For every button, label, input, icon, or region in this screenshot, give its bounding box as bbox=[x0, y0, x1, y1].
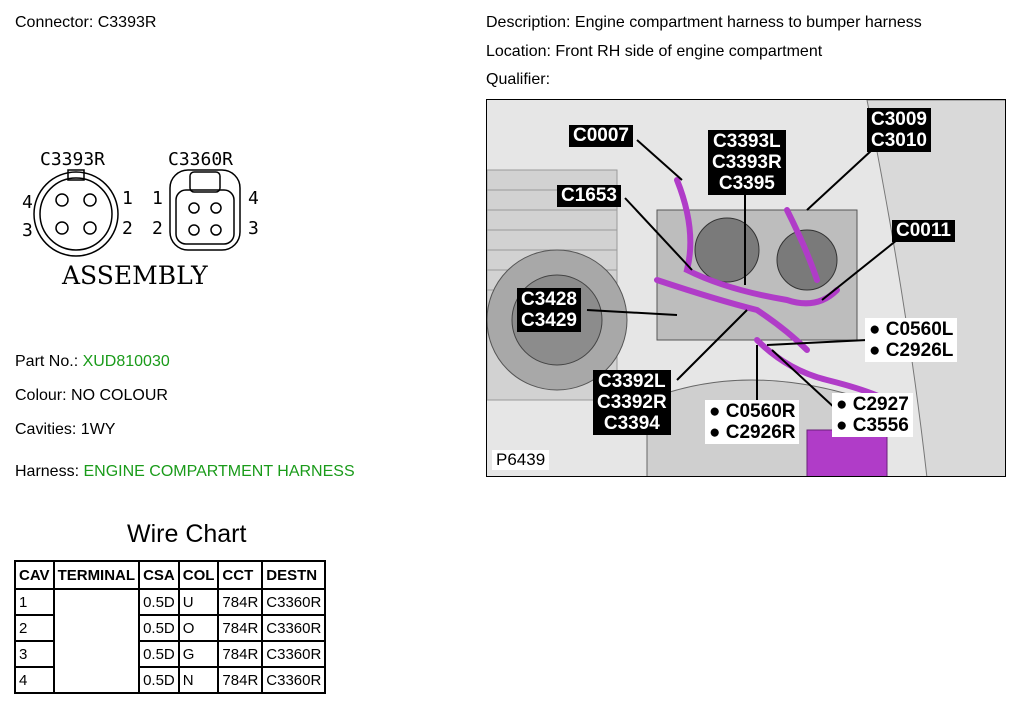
header-cct: CCT bbox=[217, 560, 264, 590]
photo-label-c0560r: ● C0560R bbox=[709, 401, 796, 422]
diagram-caption: ASSEMBLY bbox=[61, 261, 208, 290]
part-number-row: Part No.: XUD810030 bbox=[15, 353, 170, 371]
cell-csa: 0.5D bbox=[138, 666, 180, 694]
photo-label-c3556: ● C3556 bbox=[836, 415, 909, 436]
photo-label-c3009: C3009 bbox=[871, 109, 927, 130]
photo-label-c2927: ● C2927 bbox=[836, 394, 909, 415]
cell-csa: 0.5D bbox=[138, 588, 180, 616]
part-number-value[interactable]: XUD810030 bbox=[82, 353, 170, 370]
wire-chart-title: Wire Chart bbox=[127, 520, 247, 548]
photo-label-c0560l: ● C0560L bbox=[869, 319, 954, 340]
photo-label-c3428: C3428 bbox=[521, 289, 577, 310]
qualifier-label: Qualifier: bbox=[486, 71, 551, 88]
photo-label-c3392l: C3392L bbox=[598, 371, 666, 392]
table-row: 4 0.5D N 784R C3360R bbox=[14, 666, 327, 694]
cell-cav: 1 bbox=[14, 588, 55, 616]
cell-terminal bbox=[52, 588, 141, 694]
cell-cct: 784R bbox=[217, 640, 264, 668]
photo-label-c3393l: C3393L bbox=[713, 131, 781, 152]
wire-chart-table: CAV TERMINAL CSA COL CCT DESTN 1 0.5D U … bbox=[14, 560, 327, 694]
location-photo: C0007 C3393L C3393R C3395 C3009 C3010 C1… bbox=[486, 99, 1006, 477]
left-connector-shape bbox=[33, 169, 119, 257]
header-destn: DESTN bbox=[261, 560, 327, 590]
photo-label-c3009-group: C3009 C3010 bbox=[867, 108, 931, 152]
photo-label-c0011: C0011 bbox=[892, 220, 955, 242]
cell-csa: 0.5D bbox=[138, 614, 180, 642]
part-number-label: Part No.: bbox=[15, 353, 83, 370]
wire-chart-header-row: CAV TERMINAL CSA COL CCT DESTN bbox=[14, 560, 327, 590]
connector-diagram: C3393R C3360R 4 1 3 2 1 4 2 3 ASSEMBLY bbox=[22, 149, 259, 290]
cell-col: G bbox=[177, 640, 220, 668]
photo-label-c3392r: C3392R bbox=[597, 392, 667, 413]
harness-row: Harness: ENGINE COMPARTMENT HARNESS bbox=[15, 463, 355, 481]
right-connector-shape bbox=[169, 169, 241, 251]
cell-destn: C3360R bbox=[261, 614, 327, 642]
photo-label-c3394: C3394 bbox=[603, 413, 660, 434]
cell-cct: 784R bbox=[217, 614, 264, 642]
header-terminal: TERMINAL bbox=[52, 560, 141, 590]
cell-col: N bbox=[177, 666, 220, 694]
location-label: Location: Front RH side of engine compar… bbox=[486, 43, 823, 60]
table-row: 3 0.5D G 784R C3360R bbox=[14, 640, 327, 668]
cell-cct: 784R bbox=[217, 588, 264, 616]
cell-csa: 0.5D bbox=[138, 640, 180, 668]
photo-label-c0007: C0007 bbox=[569, 125, 633, 147]
photo-label-c1653: C1653 bbox=[557, 185, 621, 207]
harness-label: Harness: bbox=[15, 463, 84, 480]
left-pin-1: 1 bbox=[122, 188, 133, 209]
cell-cav: 4 bbox=[14, 666, 55, 694]
right-pin-3: 3 bbox=[248, 218, 259, 239]
right-pin-2: 2 bbox=[152, 218, 163, 239]
cell-cct: 784R bbox=[217, 666, 264, 694]
header-csa: CSA bbox=[138, 560, 180, 590]
photo-label-c3393l-group: C3393L C3393R C3395 bbox=[708, 130, 786, 195]
cell-destn: C3360R bbox=[261, 588, 327, 616]
diagram-left-name: C3393R bbox=[40, 149, 105, 170]
cell-destn: C3360R bbox=[261, 666, 327, 694]
header-cav: CAV bbox=[14, 560, 55, 590]
left-pin-2: 2 bbox=[122, 218, 133, 239]
right-pin-4: 4 bbox=[248, 188, 259, 209]
photo-label-c3010: C3010 bbox=[871, 130, 927, 151]
cell-col: U bbox=[177, 588, 220, 616]
table-row: 1 0.5D U 784R C3360R bbox=[14, 588, 327, 694]
photo-label-c2926r: ● C2926R bbox=[709, 422, 796, 443]
harness-value[interactable]: ENGINE COMPARTMENT HARNESS bbox=[83, 463, 355, 480]
description-label: Description: Engine compartment harness … bbox=[486, 14, 922, 31]
photo-label-c2927-group: ● C2927 ● C3556 bbox=[832, 393, 913, 437]
left-pin-4: 4 bbox=[22, 192, 33, 213]
cell-destn: C3360R bbox=[261, 640, 327, 668]
photo-label-c3428-group: C3428 C3429 bbox=[517, 288, 581, 332]
connector-label: Connector: C3393R bbox=[15, 14, 157, 31]
colour-label: Colour: NO COLOUR bbox=[15, 387, 168, 404]
right-pin-1: 1 bbox=[152, 188, 163, 209]
photo-label-c3395: C3395 bbox=[718, 173, 775, 194]
left-pin-3: 3 bbox=[22, 220, 33, 241]
diagram-right-name: C3360R bbox=[168, 149, 233, 170]
photo-label-c3392l-group: C3392L C3392R C3394 bbox=[593, 370, 671, 435]
photo-label-c3393r: C3393R bbox=[712, 152, 782, 173]
photo-label-c0560l-group: ● C0560L ● C2926L bbox=[865, 318, 958, 362]
photo-label-c0560r-group: ● C0560R ● C2926R bbox=[705, 400, 800, 444]
cavities-label: Cavities: 1WY bbox=[15, 421, 116, 438]
table-row: 2 0.5D O 784R C3360R bbox=[14, 614, 327, 642]
cell-col: O bbox=[177, 614, 220, 642]
photo-ref: P6439 bbox=[492, 450, 550, 470]
photo-label-c2926l: ● C2926L bbox=[869, 340, 954, 361]
cell-cav: 3 bbox=[14, 640, 55, 668]
cell-cav: 2 bbox=[14, 614, 55, 642]
header-col: COL bbox=[177, 560, 220, 590]
photo-label-c3429: C3429 bbox=[521, 310, 577, 331]
